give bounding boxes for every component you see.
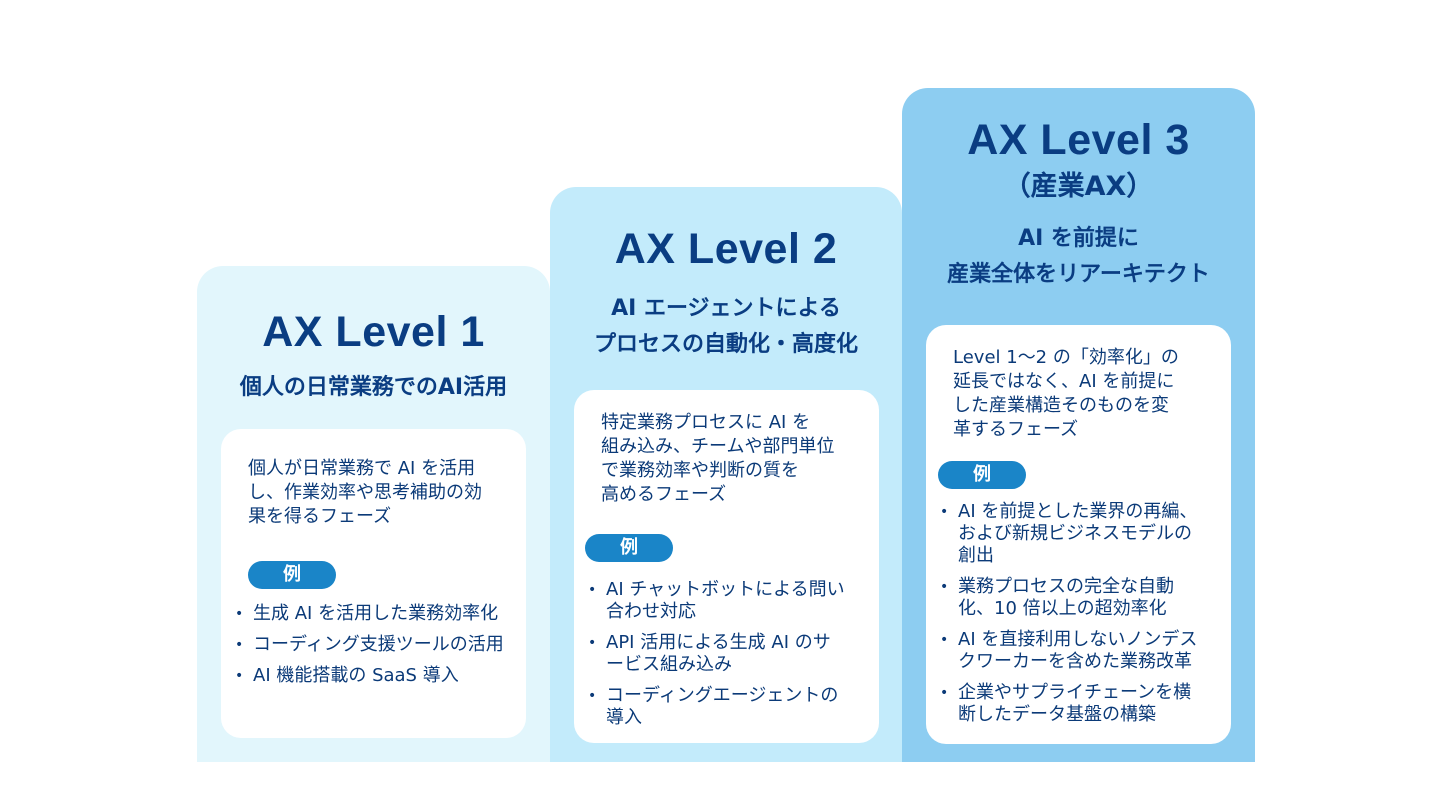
level-3-subtitle: AI を前提に 産業全体をリアーキテクト [902, 221, 1255, 293]
level-1-column: AX Level 1 個人の日常業務でのAI活用 個人が日常業務で AI を活用… [197, 266, 550, 762]
example-badge: 例 [248, 561, 336, 589]
description-line: Level 1〜2 の「効率化」の [953, 347, 1179, 368]
description-line: 組み込み、チームや部門単位 [601, 436, 835, 457]
description-line: 高めるフェーズ [601, 484, 727, 505]
description-line: 特定業務プロセスに AI を [601, 412, 811, 433]
list-item: AI を直接利用しないノンデス クワーカーを含めた業務改革 [938, 629, 1221, 673]
subtitle-line: AI を前提に [1018, 226, 1139, 251]
example-badge: 例 [938, 461, 1026, 489]
subtitle-line: AI エージェントによる [611, 296, 841, 321]
list-item: 業務プロセスの完全な自動 化、10 倍以上の超効率化 [938, 576, 1221, 620]
description-line: し、作業効率や思考補助の効 [248, 482, 482, 503]
list-item: コーディング支援ツールの活用 [233, 634, 516, 656]
subtitle-line: プロセスの自動化・高度化 [593, 332, 858, 357]
level-2-title: AX Level 2 [614, 225, 838, 273]
list-item: AI チャットボットによる問い 合わせ対応 [586, 579, 869, 623]
level-3-column: AX Level 3 （産業AX） AI を前提に 産業全体をリアーキテクト L… [902, 88, 1255, 762]
level-1-subtitle: 個人の日常業務でのAI活用 [197, 370, 550, 406]
level-1-description: 個人が日常業務で AI を活用 し、作業効率や思考補助の効 果を得るフェーズ [248, 457, 508, 529]
level-3-description: Level 1〜2 の「効率化」の 延長ではなく、AI を前提に した産業構造そ… [953, 346, 1213, 442]
description-line: した産業構造そのものを変 [953, 395, 1169, 416]
level-2-example-list: AI チャットボットによる問い 合わせ対応 API 活用による生成 AI のサ … [586, 579, 869, 738]
level-2-card: 特定業務プロセスに AI を 組み込み、チームや部門単位 で業務効率や判断の質を… [574, 390, 879, 743]
description-line: 果を得るフェーズ [248, 506, 392, 527]
level-2-description: 特定業務プロセスに AI を 組み込み、チームや部門単位 で業務効率や判断の質を… [601, 411, 861, 507]
level-3-title: AX Level 3 [967, 116, 1190, 164]
level-3-card: Level 1〜2 の「効率化」の 延長ではなく、AI を前提に した産業構造そ… [926, 325, 1231, 744]
list-item: AI を前提とした業界の再編、 および新規ビジネスモデルの 創出 [938, 501, 1221, 567]
level-1-card: 個人が日常業務で AI を活用 し、作業効率や思考補助の効 果を得るフェーズ 例… [221, 429, 526, 738]
level-1-title: AX Level 1 [262, 308, 485, 356]
level-3-example-list: AI を前提とした業界の再編、 および新規ビジネスモデルの 創出 業務プロセスの… [938, 501, 1221, 735]
list-item: 生成 AI を活用した業務効率化 [233, 603, 516, 625]
list-item: コーディングエージェントの 導入 [586, 685, 869, 729]
list-item: 企業やサプライチェーンを横 断したデータ基盤の構築 [938, 682, 1221, 726]
list-item: AI 機能搭載の SaaS 導入 [233, 665, 516, 687]
level-3-industry-label: （産業AX） [1003, 171, 1154, 202]
subtitle-line: 個人の日常業務でのAI活用 [239, 375, 508, 400]
description-line: 延長ではなく、AI を前提に [953, 371, 1175, 392]
description-line: 個人が日常業務で AI を活用 [248, 458, 476, 479]
description-line: で業務効率や判断の質を [601, 460, 799, 481]
level-1-example-list: 生成 AI を活用した業務効率化 コーディング支援ツールの活用 AI 機能搭載の… [233, 603, 516, 696]
level-2-column: AX Level 2 AI エージェントによる プロセスの自動化・高度化 特定業… [550, 187, 902, 762]
list-item: API 活用による生成 AI のサ ービス組み込み [586, 632, 869, 676]
description-line: 革するフェーズ [953, 419, 1079, 440]
example-badge: 例 [585, 534, 673, 562]
subtitle-line: 産業全体をリアーキテクト [947, 262, 1210, 287]
level-2-subtitle: AI エージェントによる プロセスの自動化・高度化 [550, 291, 902, 363]
